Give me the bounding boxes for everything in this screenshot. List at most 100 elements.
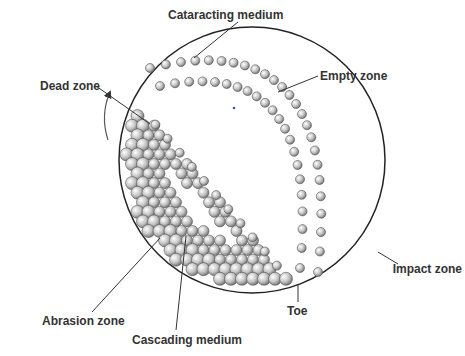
mill-shell — [119, 27, 385, 293]
grinding-ball — [217, 57, 226, 66]
grinding-ball — [154, 168, 165, 179]
leader-lines — [92, 22, 398, 330]
grinding-ball — [160, 178, 171, 189]
grinding-ball — [298, 207, 307, 216]
grinding-ball — [154, 149, 165, 160]
grinding-ball — [163, 134, 172, 143]
grinding-ball — [154, 187, 165, 198]
grinding-ball — [233, 83, 242, 92]
leader-line — [176, 236, 186, 330]
grinding-ball — [176, 168, 187, 179]
grinding-ball — [182, 216, 193, 227]
grinding-ball — [220, 245, 231, 256]
grinding-ball — [165, 206, 176, 217]
grinding-ball — [171, 79, 180, 88]
grinding-ball — [296, 175, 305, 184]
grinding-ball — [198, 226, 209, 237]
grinding-ball — [293, 161, 302, 170]
zone-label: Cascading medium — [132, 333, 242, 347]
grinding-ball — [224, 205, 233, 214]
grinding-ball — [297, 190, 306, 199]
grinding-ball — [261, 98, 270, 107]
leader-line — [278, 76, 318, 92]
grinding-ball — [307, 133, 316, 142]
grinding-ball — [290, 147, 299, 156]
grinding-ball — [177, 58, 186, 67]
grinding-ball — [215, 235, 226, 246]
grinding-ball — [175, 148, 184, 157]
grinding-ball — [260, 247, 269, 256]
grinding-ball — [242, 245, 253, 256]
grinding-ball — [229, 58, 238, 67]
leader-line — [194, 22, 238, 58]
grinding-ball — [149, 139, 160, 150]
zone-label: Dead zone — [40, 79, 100, 93]
grinding-ball — [182, 178, 193, 189]
grinding-ball — [176, 206, 187, 217]
rotation-arrow — [104, 92, 110, 140]
grinding-ball — [240, 61, 249, 70]
grinding-ball — [165, 187, 176, 198]
grinding-ball — [261, 70, 270, 79]
grinding-ball — [275, 115, 284, 124]
grinding-ball — [315, 247, 324, 256]
grinding-ball — [198, 187, 209, 198]
grinding-ball — [251, 65, 260, 74]
grinding-ball — [286, 135, 295, 144]
zone-label: Impact zone — [393, 262, 462, 276]
zone-label: Empty zone — [320, 69, 387, 83]
grinding-ball — [187, 226, 198, 237]
grinding-ball — [171, 197, 182, 208]
leader-line — [96, 86, 150, 124]
grinding-ball — [292, 100, 301, 109]
grinding-ball — [198, 77, 207, 86]
grinding-ball — [165, 149, 176, 160]
grinding-ball — [171, 159, 182, 170]
grinding-ball — [310, 146, 319, 155]
grinding-ball — [204, 56, 213, 65]
grinding-ball — [149, 120, 160, 131]
grinding-ball — [243, 87, 252, 96]
grinding-ball — [237, 235, 248, 246]
grinding-ball — [268, 106, 277, 115]
grinding-ball — [317, 209, 326, 218]
grinding-ball — [146, 64, 155, 73]
grinding-ball — [160, 159, 171, 170]
grinding-ball — [212, 191, 221, 200]
grinding-ball — [215, 216, 226, 227]
zone-label: Cataracting medium — [168, 8, 283, 22]
grinding-ball — [317, 228, 326, 237]
zone-label: Toe — [287, 304, 307, 318]
grinding-ball — [222, 80, 231, 89]
grinding-ball — [314, 268, 323, 277]
grinding-ball — [248, 233, 257, 242]
leader-line — [92, 238, 160, 312]
grinding-ball — [313, 160, 322, 169]
grinding-ball — [281, 124, 290, 133]
zone-label: Abrasion zone — [42, 314, 125, 328]
grinding-ball — [161, 60, 170, 69]
grinding-ball — [252, 92, 261, 101]
grinding-ball — [185, 77, 194, 86]
grinding-ball — [296, 264, 305, 273]
grinding-ball — [298, 110, 307, 119]
grinding-balls — [120, 56, 326, 285]
grinding-ball — [226, 216, 237, 227]
grinding-ball — [297, 244, 306, 253]
grinding-ball — [231, 245, 242, 256]
center-dot — [233, 107, 236, 110]
grinding-ball — [187, 162, 196, 171]
grinding-ball — [149, 159, 160, 170]
grinding-ball — [151, 120, 160, 129]
grinding-ball — [204, 235, 215, 246]
grinding-ball — [236, 219, 245, 228]
leader-line — [298, 284, 299, 302]
grinding-ball — [272, 261, 281, 270]
grinding-ball — [160, 197, 171, 208]
grinding-ball — [211, 78, 220, 87]
grinding-ball — [156, 82, 165, 91]
grinding-ball — [209, 206, 220, 217]
grinding-ball — [298, 225, 307, 234]
grinding-ball — [200, 177, 209, 186]
